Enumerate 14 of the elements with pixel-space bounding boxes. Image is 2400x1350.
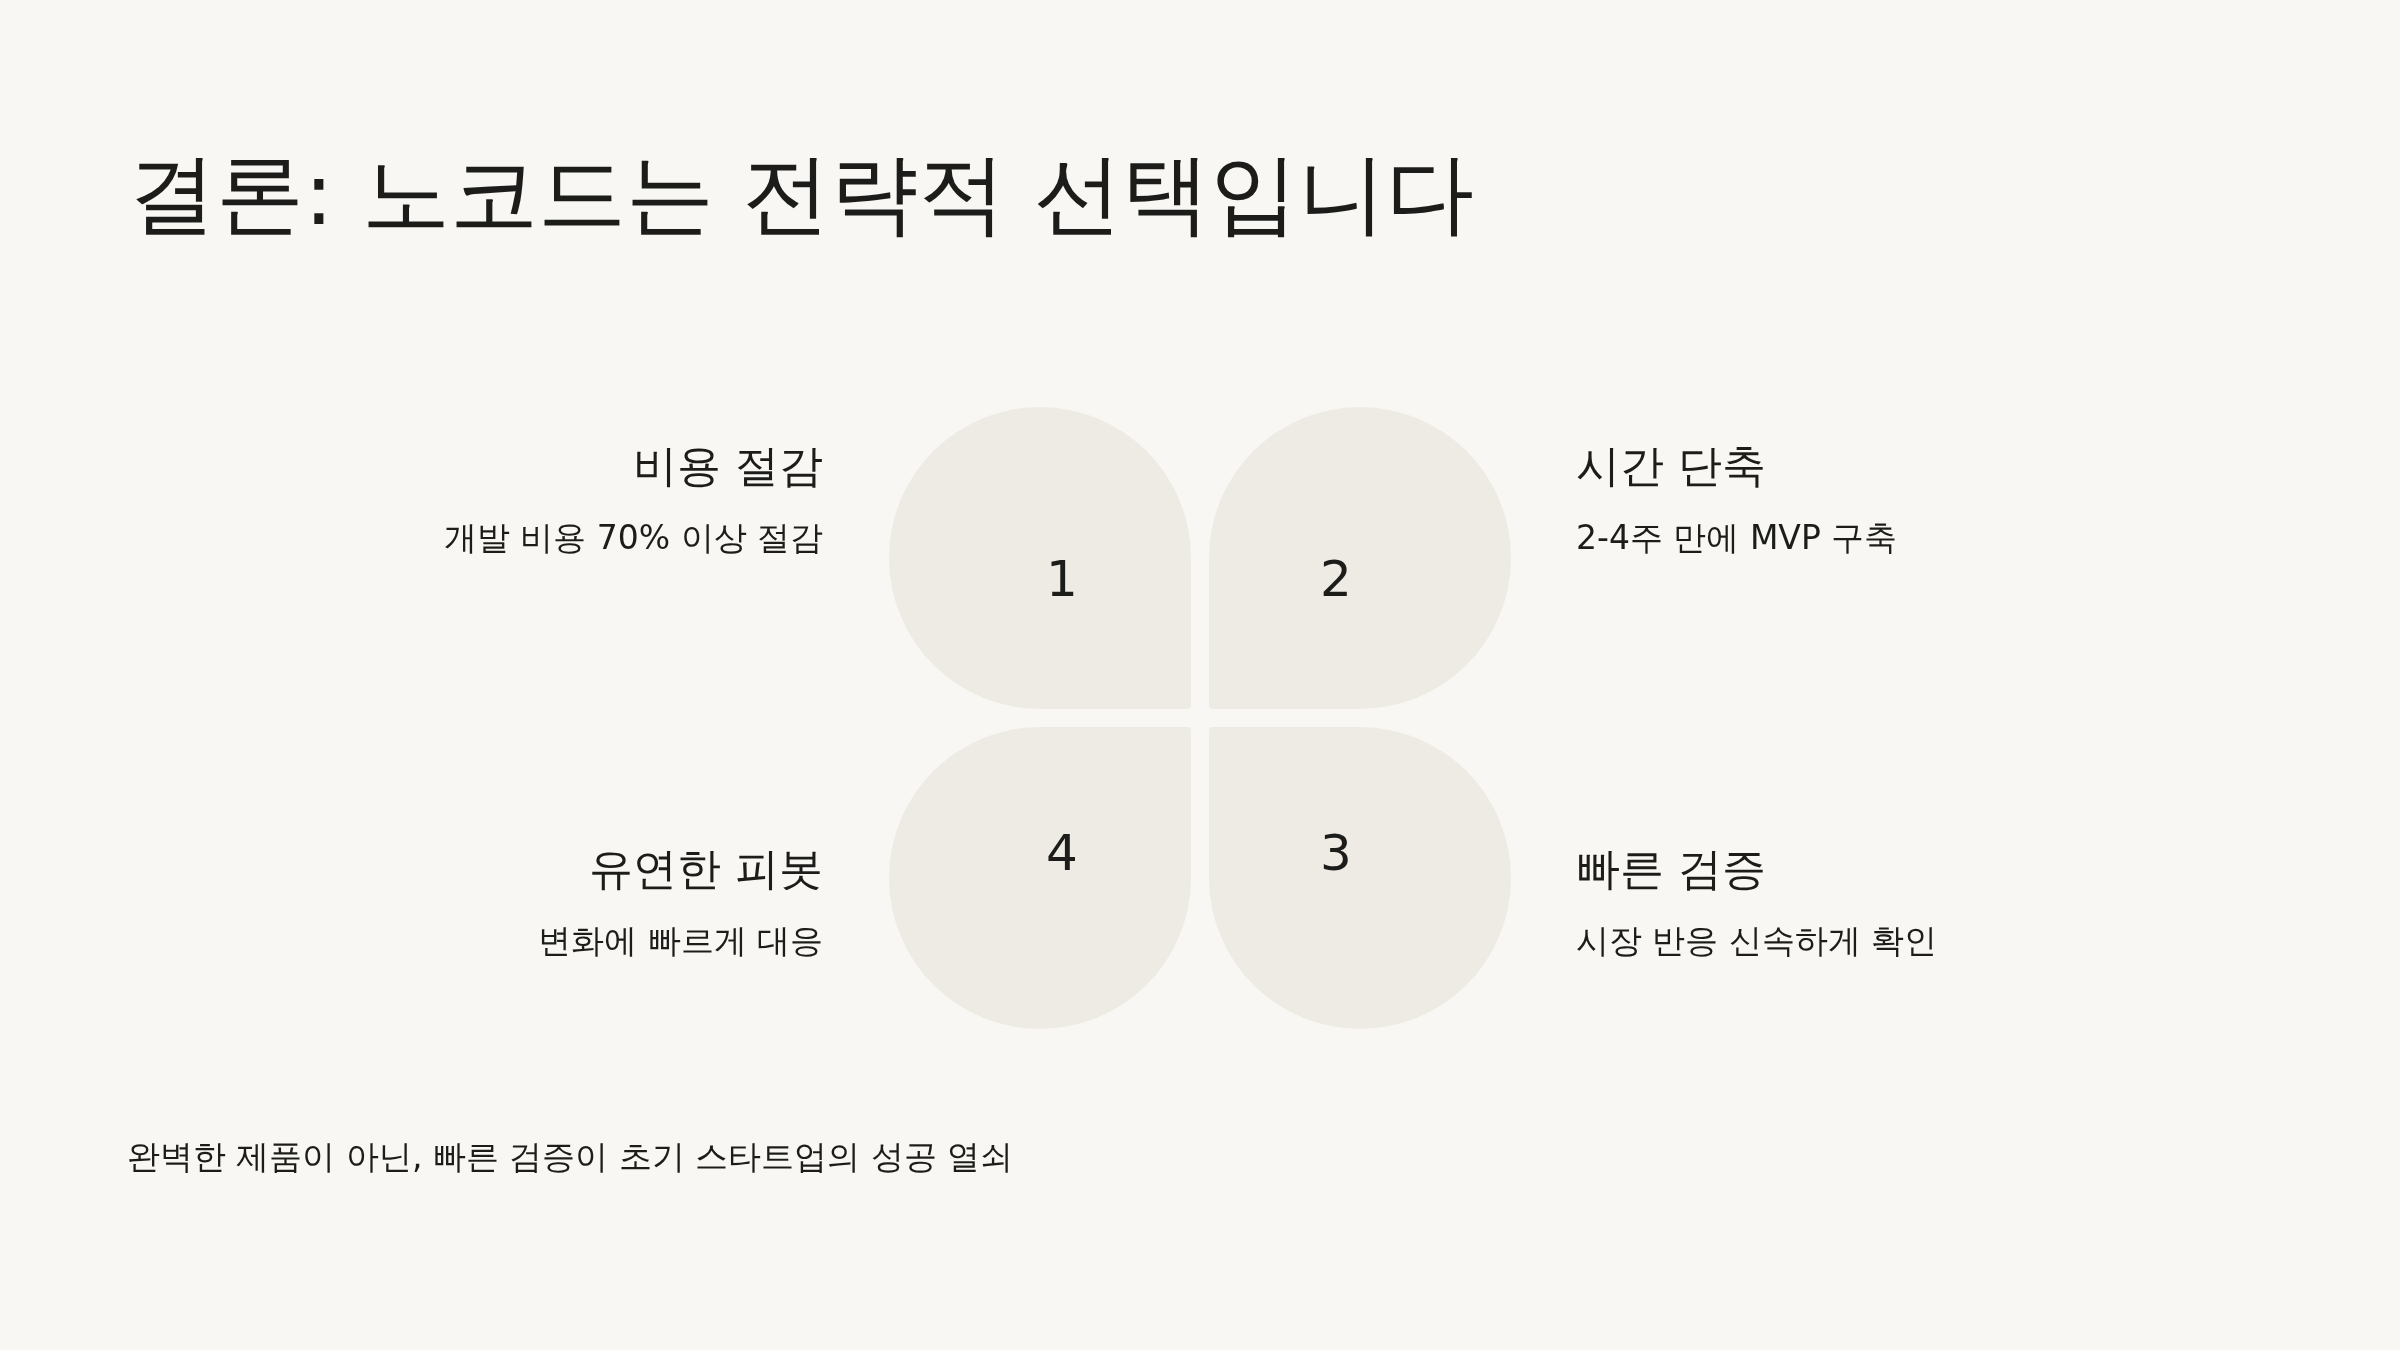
petal-number: 1 <box>1046 554 1078 604</box>
petal-number: 2 <box>1320 554 1352 604</box>
item-heading: 비용 절감 <box>633 442 823 491</box>
footnote-text: 완벽한 제품이 아닌, 빠른 검증이 초기 스타트업의 성공 열쇠 <box>127 1140 1014 1173</box>
item-description: 시장 반응 신속하게 확인 <box>1576 923 1938 960</box>
slide-title: 결론: 노코드는 전략적 선택입니다 <box>128 150 1474 238</box>
petal-number: 4 <box>1046 828 1078 878</box>
petal-number: 3 <box>1320 828 1352 878</box>
item-heading: 시간 단축 <box>1576 442 1766 491</box>
item-description: 2-4주 만에 MVP 구축 <box>1576 520 1898 557</box>
item-heading: 유연한 피봇 <box>589 845 823 894</box>
item-description: 변화에 빠르게 대응 <box>538 923 823 960</box>
item-heading: 빠른 검증 <box>1576 845 1766 894</box>
item-description: 개발 비용 70% 이상 절감 <box>443 520 823 557</box>
